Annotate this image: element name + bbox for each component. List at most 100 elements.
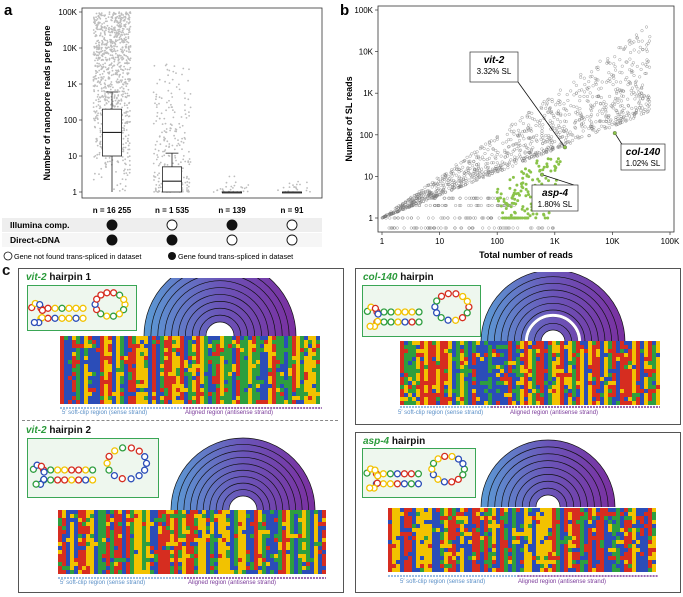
nucleotide-cell: [198, 514, 202, 518]
nucleotide-cell: [262, 562, 266, 566]
nucleotide-cell: [230, 526, 234, 530]
data-point: [96, 65, 99, 67]
scatter-point: [542, 139, 546, 143]
scatter-point: [579, 123, 583, 127]
x-tick-label: 10: [435, 237, 444, 246]
hairpin-arcs-asp4: [480, 439, 616, 507]
scatter-point: [476, 204, 479, 207]
data-point: [122, 72, 124, 74]
nucleotide-cell: [206, 562, 210, 566]
data-point: [95, 16, 97, 18]
nucleotide-cell: [124, 364, 128, 368]
nucleotide-cell: [212, 368, 216, 372]
nucleotide-cell: [206, 550, 210, 554]
data-point: [116, 20, 118, 22]
nucleotide-cell: [124, 392, 128, 396]
scatter-point: [458, 179, 462, 183]
arc-line: [533, 323, 573, 342]
nucleotide-cell: [220, 376, 224, 380]
nucleotide-cell: [254, 554, 258, 558]
scatter-point: [618, 88, 622, 92]
data-point: [166, 164, 169, 166]
scatter-point: [521, 159, 525, 163]
nucleotide-cell: [80, 372, 84, 376]
scatter-point: [495, 135, 499, 139]
scatter-point: [551, 146, 555, 150]
nucleotide-cell: [180, 380, 184, 384]
data-point: [114, 105, 116, 108]
nucleotide-cell: [72, 400, 76, 404]
nucleotide-cell: [172, 372, 176, 376]
nucleotide-cell: [182, 558, 186, 562]
nucleotide-cell: [102, 510, 106, 514]
nucleotide-cell: [64, 392, 68, 396]
nucleotide-cell: [288, 396, 292, 400]
nucleotide-cell: [248, 396, 252, 400]
scatter-point: [575, 91, 578, 95]
data-point: [127, 72, 130, 75]
scatter-point: [487, 196, 491, 200]
nucleotide-cell: [126, 526, 130, 530]
nucleotide-cell: [308, 388, 312, 392]
scatter-point: [604, 115, 608, 118]
data-point: [97, 98, 100, 101]
scatter-point: [486, 216, 490, 220]
nucleotide-cell: [216, 388, 220, 392]
nucleotide-cell: [216, 360, 220, 364]
data-point: [98, 12, 101, 15]
scatter-point: [616, 122, 620, 126]
nucleotide-cell: [130, 538, 134, 542]
nucleotide-cell: [248, 344, 252, 348]
nucleotide-cell: [60, 352, 64, 356]
data-point: [95, 137, 98, 140]
nucleotide-cell: [222, 558, 226, 562]
nucleotide-cell: [88, 372, 92, 376]
scatter-point: [502, 167, 506, 171]
data-point: [98, 62, 100, 65]
scatter-point: [454, 173, 458, 177]
data-point: [113, 31, 116, 34]
data-point: [170, 106, 173, 108]
scatter-point: [509, 138, 513, 142]
nucleotide-cell: [158, 530, 162, 534]
scatter-point: [608, 77, 612, 81]
scatter-point: [487, 204, 491, 207]
nucleotide-cell: [240, 340, 244, 344]
rna-base: [387, 318, 395, 326]
scatter-point: [545, 138, 549, 142]
nucleotide-cell: [246, 554, 250, 558]
significant-point: [546, 216, 550, 220]
data-point: [156, 111, 159, 114]
nucleotide-cell: [138, 526, 142, 530]
scatter-point: [525, 155, 529, 158]
data-point: [120, 13, 123, 16]
nucleotide-cell: [242, 526, 246, 530]
scatter-point: [509, 153, 513, 156]
nucleotide-cell: [248, 352, 252, 356]
nucleotide-cell: [268, 364, 272, 368]
rna-base: [448, 452, 456, 461]
data-point: [126, 104, 128, 107]
nucleotide-cell: [284, 364, 288, 368]
nucleotide-cell: [216, 380, 220, 384]
nucleotide-cell: [206, 534, 210, 538]
nucleotide-cell: [200, 384, 204, 388]
scatter-point: [627, 80, 631, 83]
nucleotide-cell: [240, 344, 244, 348]
scatter-point: [488, 196, 492, 200]
nucleotide-cell: [204, 388, 208, 392]
nucleotide-cell: [248, 336, 252, 340]
nucleotide-cell: [308, 364, 312, 368]
nucleotide-cell: [262, 510, 266, 514]
data-point: [126, 21, 128, 23]
nucleotide-cell: [76, 344, 80, 348]
nucleotide-cell: [180, 360, 184, 364]
data-point: [103, 86, 105, 89]
scatter-point: [574, 119, 578, 123]
nucleotide-cell: [292, 336, 296, 340]
nucleotide-cell: [104, 396, 108, 400]
nucleotide-cell: [96, 364, 100, 368]
nucleotide-cell: [154, 526, 158, 530]
nucleotide-cell: [296, 376, 300, 380]
nucleotide-cell: [316, 344, 320, 348]
